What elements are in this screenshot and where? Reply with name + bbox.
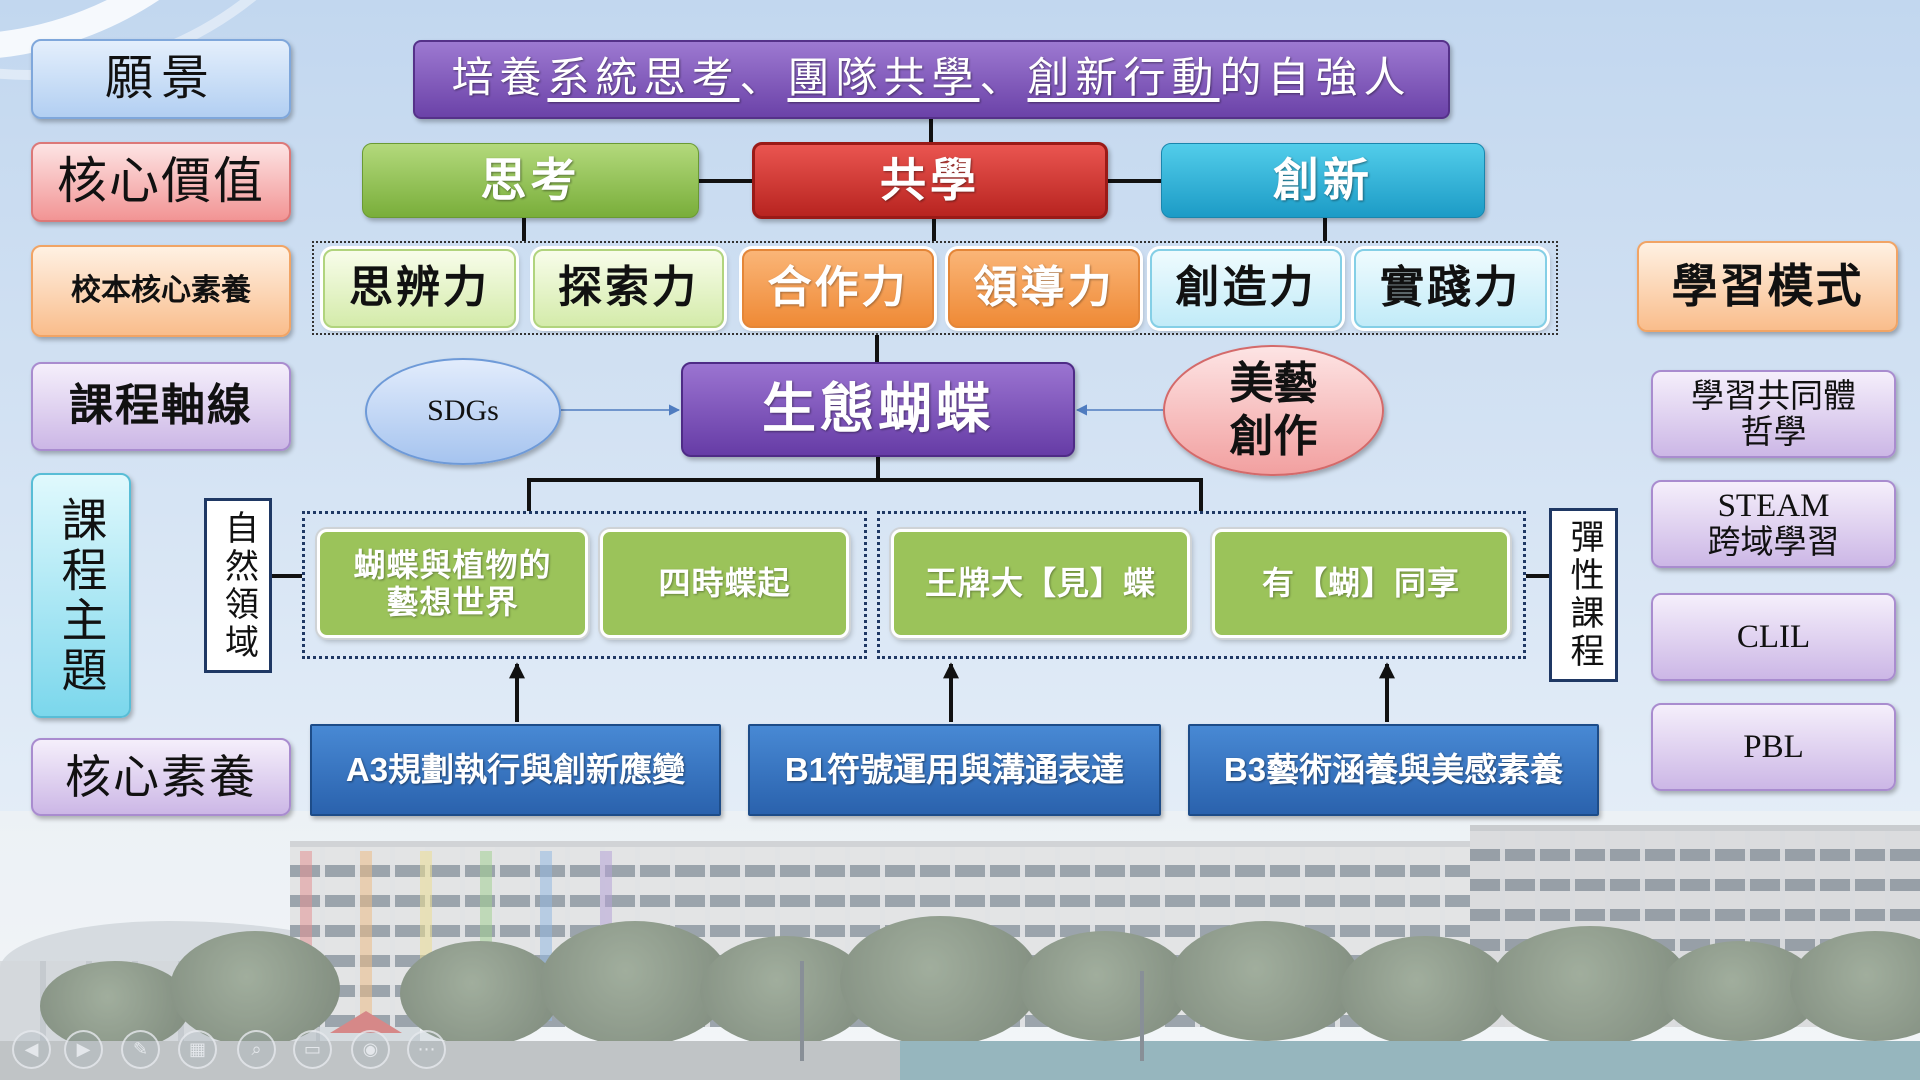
vision-text-part: 、 [979, 56, 1028, 103]
theme-text-line: 藝想世界 [386, 583, 519, 620]
flexible-themes-frame [877, 511, 1526, 659]
screen-icon[interactable]: ▭ [293, 1030, 332, 1069]
sdgs-ellipse: SDGs [365, 358, 561, 465]
core-competency-b3: B3藝術涵養與美感素養 [1188, 724, 1599, 816]
competency-creativity: 創造力 [1150, 249, 1342, 328]
vision-text-part: 團隊共學 [787, 56, 980, 103]
nature-domain-label: 自然領域 [204, 498, 272, 673]
flexible-course-text: 彈性課程 [1565, 519, 1604, 671]
vision-text-part: 系統思考 [547, 56, 740, 103]
core-value-colearning: 共學 [752, 142, 1108, 219]
competency-practice: 實踐力 [1354, 249, 1547, 328]
more-options-icon[interactable]: ⋯ [407, 1030, 446, 1069]
learning-mode-pbl: PBL [1651, 703, 1896, 791]
theme-sharing-butterfly: 有【蝴】同享 [1212, 529, 1510, 638]
flexible-course-label: 彈性課程 [1549, 508, 1618, 682]
core-value-innovation: 創新 [1161, 143, 1485, 218]
core-competency-b1: B1符號運用與溝通表達 [748, 724, 1161, 816]
learning-mode-line: 跨域學習 [1707, 523, 1840, 560]
nature-themes-frame [302, 511, 867, 659]
core-competency-a3: A3規劃執行與創新應變 [310, 724, 721, 816]
school-building-photo [0, 811, 1920, 1080]
learning-mode-line: STEAM [1717, 487, 1830, 524]
see-all-slides-icon[interactable]: ▦ [178, 1030, 217, 1069]
theme-butterfly-plant-art: 蝴蝶與植物的 藝想世界 [317, 529, 588, 638]
art-creation-line: 創作 [1229, 411, 1318, 461]
learning-mode-line: 學習共同體 [1691, 376, 1856, 414]
theme-text-line: 蝴蝶與植物的 [353, 546, 552, 583]
core-value-thinking: 思考 [362, 143, 699, 218]
vision-text-part: 創新行動 [1027, 56, 1220, 103]
theme-text-line: 有【蝴】同享 [1261, 565, 1460, 602]
theme-four-seasons-butterflies: 四時蝶起 [600, 529, 849, 638]
school-competencies-label: 校本核心素養 [31, 245, 291, 337]
vision-text-part: 培養 [451, 56, 548, 103]
theme-ace-butterfly: 王牌大【見】蝶 [891, 529, 1190, 638]
core-values-label: 核心價值 [31, 142, 291, 222]
curriculum-themes-text: 課程主題 [55, 495, 108, 696]
vision-text-part: 的自強人 [1219, 56, 1412, 103]
competency-exploration: 探索力 [533, 249, 724, 328]
art-creation-ellipse: 美藝 創作 [1163, 345, 1384, 476]
learning-mode-community: 學習共同體 哲學 [1651, 370, 1896, 458]
curriculum-axis-label: 課程軸線 [31, 362, 291, 451]
theme-text-line: 王牌大【見】蝶 [924, 565, 1156, 602]
learning-modes-title: 學習模式 [1637, 241, 1898, 332]
zoom-icon[interactable]: ⌕ [237, 1030, 276, 1069]
vision-statement: 培養 系統思考 、 團隊共學 、 創新行動 的自強人 [413, 40, 1450, 119]
learning-mode-line: CLIL [1736, 618, 1811, 655]
learning-mode-line: 哲學 [1740, 413, 1807, 450]
nature-domain-text: 自然領域 [219, 509, 258, 662]
theme-text-line: 四時蝶起 [658, 565, 791, 602]
next-slide-icon[interactable]: ▶ [64, 1030, 103, 1069]
learning-mode-line: PBL [1743, 728, 1804, 765]
previous-slide-icon[interactable]: ◀ [12, 1030, 51, 1069]
school-competencies-frame [312, 241, 1558, 335]
learning-mode-steam: STEAM 跨域學習 [1651, 480, 1896, 568]
vision-text-part: 、 [739, 56, 788, 103]
curriculum-themes-label: 課程主題 [31, 473, 131, 718]
subtitles-icon[interactable]: ◉ [351, 1030, 390, 1069]
learning-mode-clil: CLIL [1651, 593, 1896, 681]
competency-critical-thinking: 思辨力 [323, 249, 516, 328]
core-competencies-label: 核心素養 [31, 738, 291, 816]
pen-icon[interactable]: ✎ [121, 1030, 160, 1069]
competency-cooperation: 合作力 [742, 249, 934, 328]
ecological-butterfly-axis: 生態蝴蝶 [681, 362, 1075, 457]
competency-leadership: 領導力 [948, 249, 1140, 328]
vision-label: 願景 [31, 39, 291, 119]
art-creation-line: 美藝 [1229, 358, 1318, 408]
